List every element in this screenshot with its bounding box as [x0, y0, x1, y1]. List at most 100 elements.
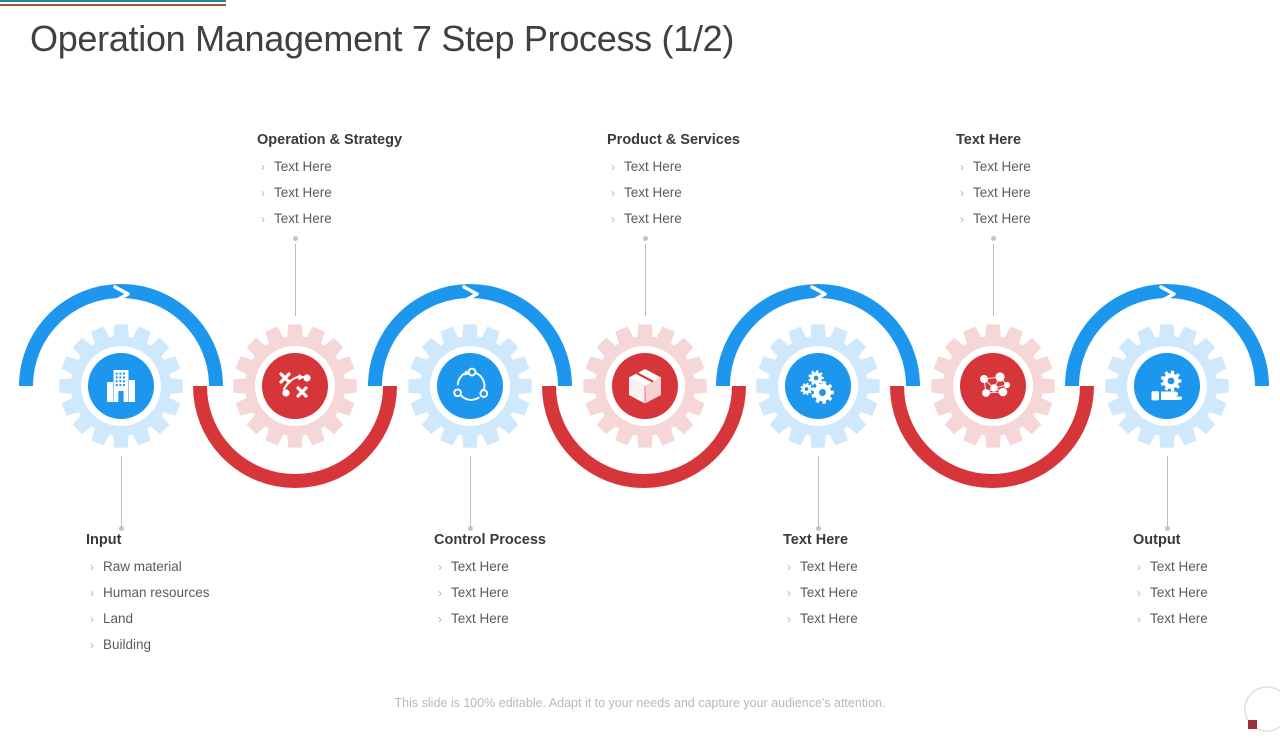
step-list-2: ›Text Here ›Text Here ›Text Here [261, 154, 402, 232]
step-list-1: ›Raw material ›Human resources ›Land ›Bu… [90, 554, 210, 658]
chevron-right-icon: › [90, 586, 94, 600]
list-item: › Text Here [438, 580, 546, 606]
list-item: › Text Here [1137, 606, 1208, 632]
list-item-label: Text Here [973, 185, 1031, 200]
gear-step-1[interactable] [59, 324, 183, 448]
step-list-5: ›Text Here ›Text Here ›Text Here [787, 554, 858, 632]
connector-stem-3 [470, 456, 471, 528]
package-box-icon [629, 369, 661, 404]
list-item: ›Text Here [611, 154, 740, 180]
chevron-arrow-icon [983, 445, 1000, 463]
step-block-4: Product & Services ›Text Here ›Text Here… [607, 132, 740, 232]
step-block-3: Control Process ›Text Here ›Text Here ›T… [434, 532, 546, 632]
list-item-label: Text Here [274, 159, 332, 174]
step-heading-3: Control Process [434, 532, 546, 548]
chevron-right-icon: › [960, 186, 964, 200]
gear-step-7[interactable] [1105, 324, 1229, 448]
header-rule-brown [0, 4, 226, 6]
list-item: ›Text Here [438, 606, 546, 632]
strategy-playbook-icon [279, 372, 311, 398]
step-heading-5: Text Here [783, 532, 849, 548]
chevron-right-icon: › [1137, 612, 1141, 626]
gear-step-4[interactable] [583, 324, 707, 448]
chevron-arrow-icon [810, 285, 827, 303]
chevron-right-icon: › [611, 160, 615, 174]
list-item: ›Building [90, 632, 210, 658]
list-item: › Text Here [1137, 554, 1208, 580]
connector-dot-3 [468, 526, 473, 531]
connector-stem-2 [295, 244, 296, 316]
connector-dot-4 [643, 236, 648, 241]
chevron-right-icon: › [261, 186, 265, 200]
gear-icon-disc [437, 353, 503, 419]
step-heading-2: Operation & Strategy [257, 132, 403, 148]
step-list-4: ›Text Here ›Text Here ›Text Here [611, 154, 740, 232]
connector-dot-2 [293, 236, 298, 241]
step-block-2: Operation & Strategy › Text Here › Text He… [257, 132, 402, 232]
list-item: › Text Here [261, 180, 402, 206]
list-item: › Text Here [960, 180, 1031, 206]
arc-red-2 [542, 385, 746, 488]
list-item-label: Land [103, 611, 134, 626]
step-block-6: Text Here › Text Here › Text Here › Text He… [956, 132, 1031, 232]
step-heading-4: Product & Services [607, 132, 740, 148]
arc-red-1 [193, 385, 397, 488]
gear-step-5[interactable] [756, 324, 880, 448]
list-item-label: Text Here [973, 159, 1031, 174]
gear-step-3[interactable] [408, 324, 532, 448]
list-item-label: Text Here [1150, 611, 1208, 626]
chevron-right-icon: › [1137, 560, 1141, 574]
brand-logo [1244, 686, 1280, 732]
connector-dot-7 [1165, 526, 1170, 531]
list-item-label: Text Here [451, 585, 509, 600]
gear-step-2[interactable] [233, 324, 357, 448]
building-icon [107, 370, 135, 402]
list-item: ›Text Here [787, 580, 858, 606]
connector-dot-6 [991, 236, 996, 241]
step-block-1: Input ›Raw material ›Human resources ›La… [86, 532, 210, 658]
header-rule [0, 0, 226, 6]
chevron-right-icon: › [90, 560, 94, 574]
connector-stem-7 [1167, 456, 1168, 528]
list-item: ›Human resources [90, 580, 210, 606]
chevron-right-icon: › [960, 160, 964, 174]
chevron-arrow-icon [1159, 285, 1176, 303]
list-item-label: Text Here [1150, 559, 1208, 574]
chevron-right-icon: › [611, 212, 615, 226]
gear-step-6[interactable] [931, 324, 1055, 448]
gear-icon-disc [262, 353, 328, 419]
list-item-label: Text Here [800, 559, 858, 574]
list-item: ›Text Here [787, 606, 858, 632]
page-title: Operation Management 7 Step Process (1/2… [30, 18, 735, 59]
hand-holding-gear-icon [1151, 370, 1183, 401]
step-list-6: › Text Here › Text Here › Text Here [960, 154, 1031, 232]
list-item-label: Text Here [451, 559, 509, 574]
chevron-arrow-icon [462, 285, 479, 303]
step-heading-7: Output [1133, 532, 1181, 548]
chevron-arrow-icon [286, 445, 303, 463]
chevron-right-icon: › [90, 638, 94, 652]
list-item: › Text Here [261, 206, 402, 232]
chevron-right-icon: › [261, 212, 265, 226]
list-item-label: Text Here [274, 211, 332, 226]
step-heading-1: Input [86, 532, 122, 548]
process-step-gears [59, 324, 1229, 448]
process-flow-wave [19, 284, 1269, 488]
chevron-right-icon: › [611, 186, 615, 200]
chevron-right-icon: › [438, 612, 442, 626]
chevron-right-icon: › [787, 560, 791, 574]
footer-note: This slide is 100% editable. Adapt it to… [394, 696, 886, 710]
connector-stem-4 [645, 244, 646, 316]
header-rule-teal [0, 0, 226, 2]
chevron-right-icon: › [438, 586, 442, 600]
connector-stem-5 [818, 456, 819, 528]
list-item: ›Land [90, 606, 210, 632]
list-item-label: Text Here [274, 185, 332, 200]
gears-cluster-icon [800, 370, 834, 404]
chevron-right-icon: › [787, 612, 791, 626]
list-item: › Text Here [960, 154, 1031, 180]
list-item: ›Text Here [261, 154, 402, 180]
step-list-3: ›Text Here ›Text Here ›Text Here [438, 554, 546, 632]
list-item: › Text Here [787, 554, 858, 580]
step-block-7: Output › Text Here › Text Here › Text Here [1133, 532, 1208, 632]
